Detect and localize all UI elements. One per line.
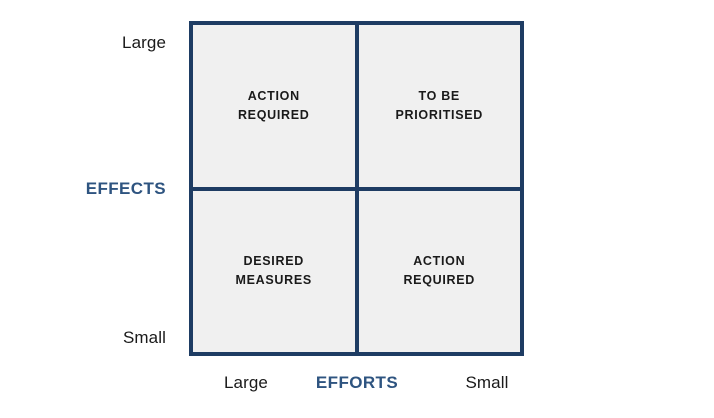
x-axis-tick-small: Small [465,373,509,392]
x-axis: Large EFFORTS Small [189,372,524,406]
y-axis-tick-large: Large [122,33,166,52]
quadrant-bottom-left-label: DESIRED MEASURES [235,254,312,288]
y-axis-title: EFFECTS [85,179,166,198]
matrix-grid: ACTION REQUIRED TO BE PRIORITISED DESIRE… [189,21,524,356]
y-axis-tick-small: Small [122,328,166,347]
quadrant-bottom-right-label: ACTION REQUIRED [403,254,476,288]
quadrant-bottom-left[interactable]: DESIRED MEASURES [193,190,355,352]
x-axis-title: EFFORTS [315,373,399,392]
quadrant-bottom-right[interactable]: ACTION REQUIRED [358,190,520,352]
quadrant-top-right-label: TO BE PRIORITISED [395,88,484,122]
x-axis-tick-large: Large [224,373,268,392]
quadrant-top-left-label: ACTION REQUIRED [237,88,310,122]
y-axis: Large EFFECTS Small [0,0,182,418]
quadrant-top-left[interactable]: ACTION REQUIRED [193,25,355,187]
quadrant-top-right[interactable]: TO BE PRIORITISED [358,25,520,187]
